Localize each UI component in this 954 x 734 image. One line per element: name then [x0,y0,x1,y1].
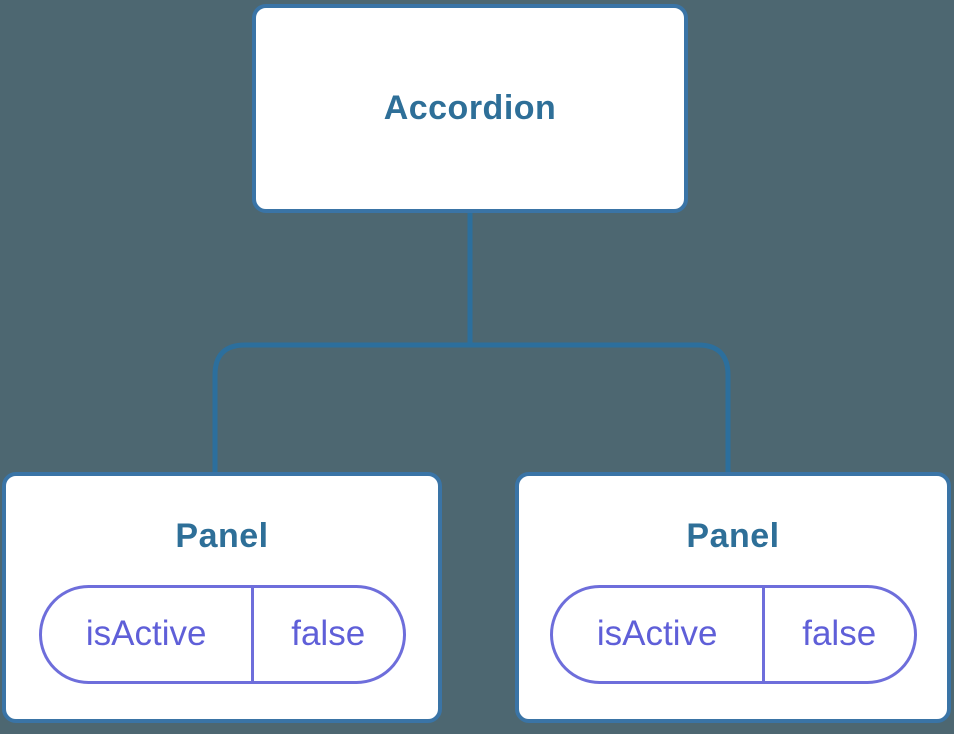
panel-left-state-pill: isActive false [38,584,406,684]
panel-right-node-label: Panel [686,517,780,555]
connector-bracket [212,342,731,474]
state-value-label: false [250,587,403,681]
state-value-label: false [761,587,914,681]
panel-right-state-pill: isActive false [549,584,917,684]
state-key-label: isActive [85,614,207,654]
accordion-node-label: Accordion [383,89,557,128]
tree-node-panel-left: Panel isActive false [2,472,442,723]
panel-left-node-label: Panel [175,517,269,555]
tree-node-panel-right: Panel isActive false [515,472,951,723]
tree-node-accordion: Accordion [252,4,688,213]
state-key-label: isActive [596,614,718,654]
